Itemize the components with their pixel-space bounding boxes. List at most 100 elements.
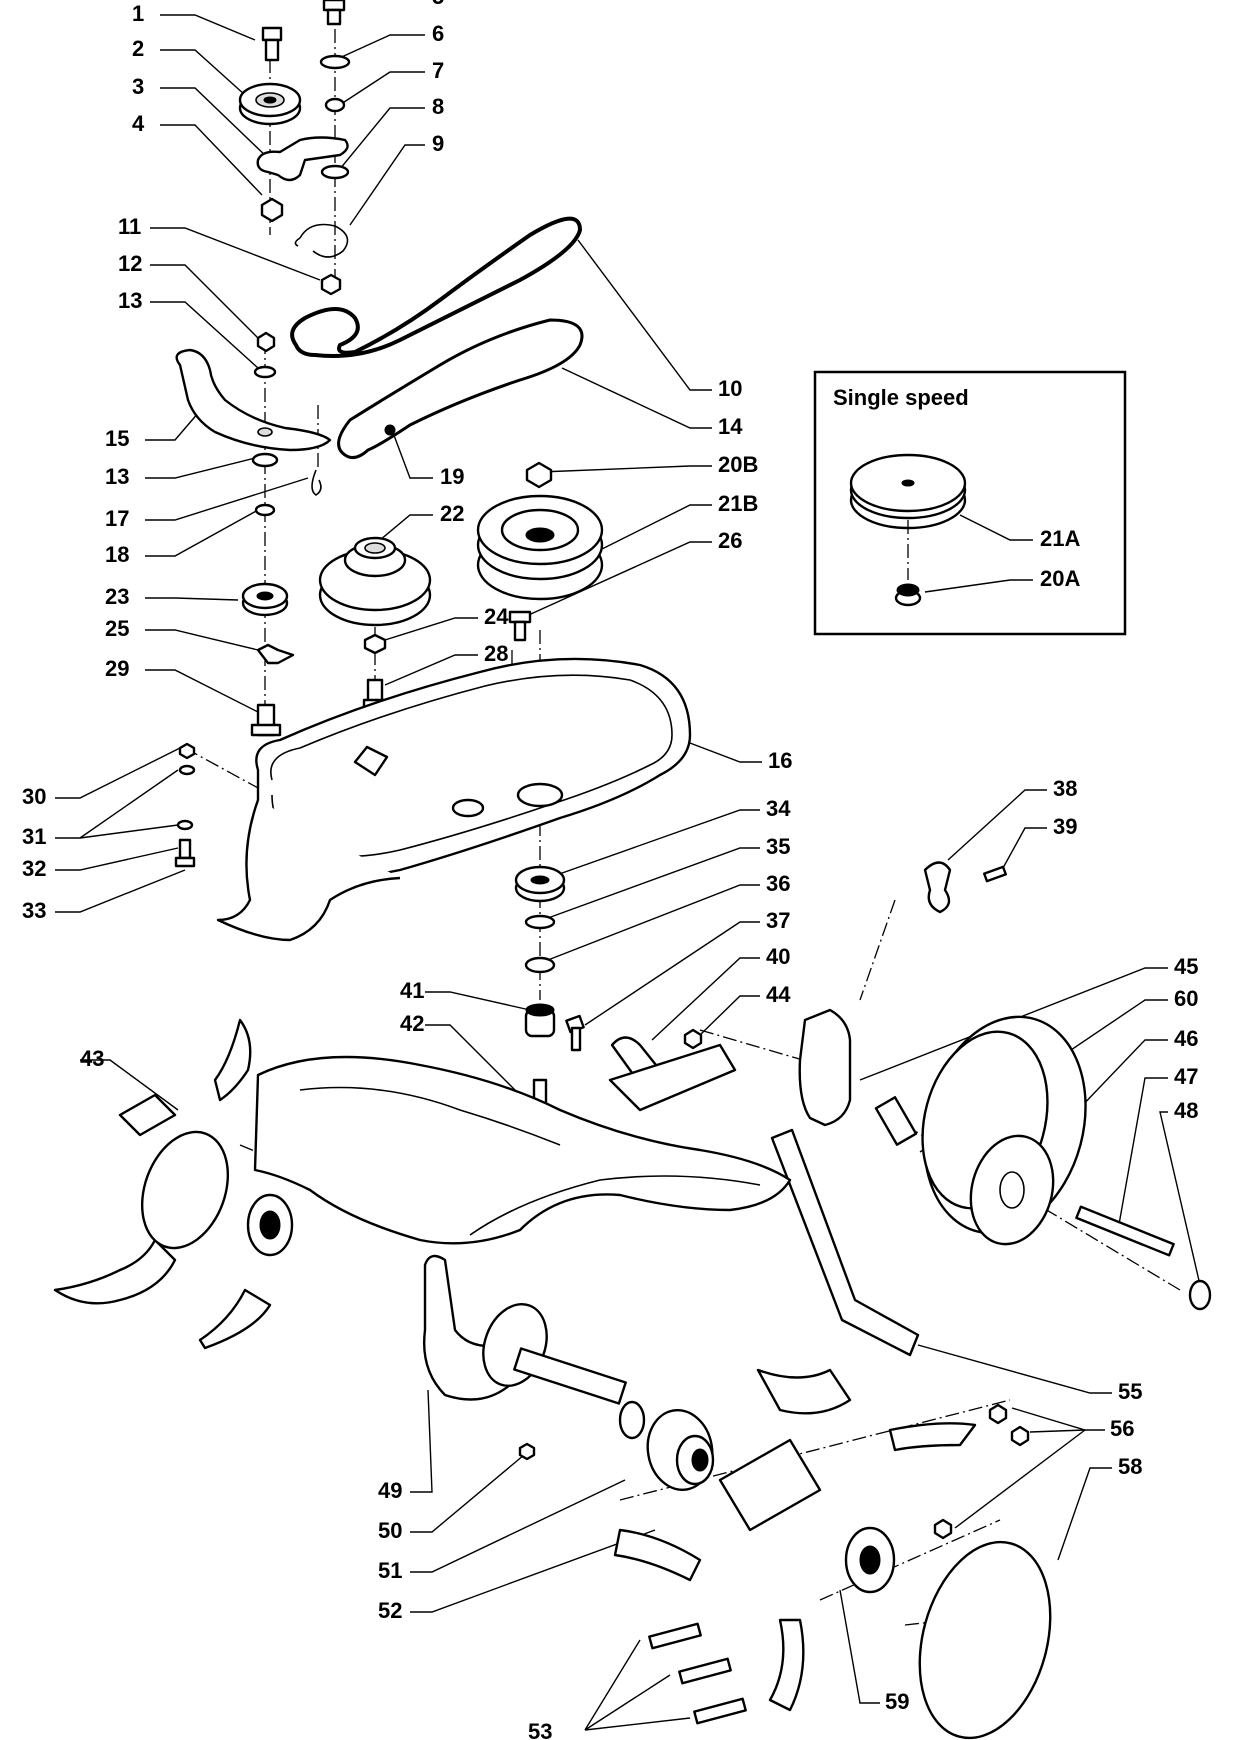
leader-47 bbox=[1117, 1077, 1168, 1231]
callout-48: 48 bbox=[1174, 1098, 1198, 1123]
callout-22: 22 bbox=[440, 501, 464, 526]
part-9-spring bbox=[294, 223, 349, 258]
callout-18: 18 bbox=[105, 542, 129, 567]
leader-51 bbox=[410, 1479, 626, 1573]
leader-21A bbox=[959, 514, 1033, 541]
leader-25 bbox=[145, 629, 259, 651]
part-21A-single-pulley bbox=[849, 453, 967, 530]
leader-34 bbox=[547, 809, 760, 879]
leader-46 bbox=[1077, 1039, 1168, 1111]
part-24-nut bbox=[363, 633, 387, 655]
callout-14: 14 bbox=[718, 414, 743, 439]
leader-39 bbox=[1002, 827, 1047, 869]
callout-5: 5 bbox=[432, 0, 444, 9]
part-37-bolt bbox=[565, 1014, 585, 1052]
callout-4: 4 bbox=[132, 111, 145, 136]
callout-53: 53 bbox=[528, 1719, 552, 1740]
part-53-bolt-a bbox=[648, 1622, 702, 1650]
part-56-nut-c bbox=[933, 1518, 953, 1540]
callout-39: 39 bbox=[1053, 814, 1077, 839]
leader-lines bbox=[55, 14, 1201, 1731]
leader-32 bbox=[55, 847, 179, 871]
leader-22 bbox=[379, 514, 433, 541]
callout-44: 44 bbox=[766, 982, 791, 1007]
part-7-nut bbox=[324, 97, 346, 113]
part-47-axle bbox=[1075, 1205, 1175, 1257]
part-31-washer-a bbox=[178, 764, 196, 776]
callout-26: 26 bbox=[718, 528, 742, 553]
callout-2: 2 bbox=[132, 36, 144, 61]
part-26-bolt bbox=[508, 610, 532, 642]
leader-53b bbox=[584, 1674, 671, 1731]
part-8-washer bbox=[320, 164, 350, 180]
part-44-nut bbox=[683, 1028, 703, 1050]
leader-55 bbox=[917, 1344, 1112, 1394]
part-45-wheel-bracket bbox=[798, 1008, 852, 1127]
part-41-bushing bbox=[524, 1003, 556, 1038]
part-48-cap bbox=[1188, 1279, 1212, 1311]
callout-56: 56 bbox=[1110, 1416, 1134, 1441]
part-29-bolt bbox=[250, 703, 282, 737]
part-3-bracket bbox=[256, 136, 349, 182]
leader-10 bbox=[577, 239, 712, 391]
callout-33: 33 bbox=[22, 898, 46, 923]
callout-37: 37 bbox=[766, 908, 790, 933]
part-30-nut bbox=[178, 742, 196, 760]
parts bbox=[53, 0, 1212, 1740]
leader-53c bbox=[584, 1717, 691, 1731]
leader-50 bbox=[410, 1454, 525, 1533]
part-14-belt bbox=[337, 318, 584, 460]
right-tine-assembly bbox=[613, 1368, 977, 1712]
leader-56a bbox=[1011, 1407, 1105, 1431]
callout-21B: 21B bbox=[718, 491, 758, 516]
part-39-screw bbox=[983, 865, 1007, 883]
callout-10: 10 bbox=[718, 376, 742, 401]
leader-13b bbox=[145, 457, 256, 479]
part-38-knob bbox=[923, 861, 952, 914]
callout-6: 6 bbox=[432, 21, 444, 46]
callout-40: 40 bbox=[766, 944, 790, 969]
inset-title: Single speed bbox=[833, 385, 969, 410]
callout-31: 31 bbox=[22, 824, 46, 849]
part-4-nut bbox=[260, 197, 284, 223]
leader-44 bbox=[699, 995, 760, 1036]
callout-52: 52 bbox=[378, 1598, 402, 1623]
callout-35: 35 bbox=[766, 834, 790, 859]
leader-23 bbox=[145, 597, 239, 601]
leader-43 bbox=[80, 1059, 179, 1111]
part-60-spacer bbox=[874, 1096, 918, 1146]
leader-11 bbox=[150, 227, 321, 281]
callout-1: 1 bbox=[132, 1, 144, 26]
leader-35 bbox=[547, 847, 760, 919]
callout-59: 59 bbox=[885, 1689, 909, 1714]
callout-20A: 20A bbox=[1040, 566, 1080, 591]
part-15-tension-arm bbox=[175, 348, 332, 452]
gearbox-and-tine-shield bbox=[253, 1043, 792, 1405]
part-5-bolt bbox=[322, 0, 346, 26]
callout-58: 58 bbox=[1118, 1454, 1142, 1479]
callout-3: 3 bbox=[132, 74, 144, 99]
leader-17 bbox=[145, 477, 309, 521]
callout-30: 30 bbox=[22, 784, 46, 809]
part-53-bolt-c bbox=[693, 1697, 747, 1725]
callout-21A: 21A bbox=[1040, 526, 1080, 551]
part-56-nut-a bbox=[988, 1403, 1008, 1425]
part-55-depth-bar bbox=[770, 1128, 920, 1357]
callout-24: 24 bbox=[484, 604, 509, 629]
leader-38 bbox=[947, 789, 1047, 861]
part-46-transport-wheel bbox=[921, 1015, 1087, 1246]
callout-25: 25 bbox=[105, 616, 129, 641]
leader-15 bbox=[145, 404, 206, 441]
leader-49 bbox=[410, 1389, 433, 1493]
callout-17: 17 bbox=[105, 506, 129, 531]
leader-40 bbox=[651, 957, 760, 1041]
callout-20B: 20B bbox=[718, 452, 758, 477]
leader-33 bbox=[55, 869, 186, 913]
leader-28 bbox=[384, 654, 478, 686]
part-56-nut-b bbox=[1010, 1425, 1030, 1447]
callout-12: 12 bbox=[118, 251, 142, 276]
callout-labels: 1 5 2 6 3 7 4 8 9 11 12 13 10 14 15 13 1… bbox=[22, 0, 1198, 1740]
leader-20B bbox=[539, 465, 712, 473]
callout-13b: 13 bbox=[105, 464, 129, 489]
